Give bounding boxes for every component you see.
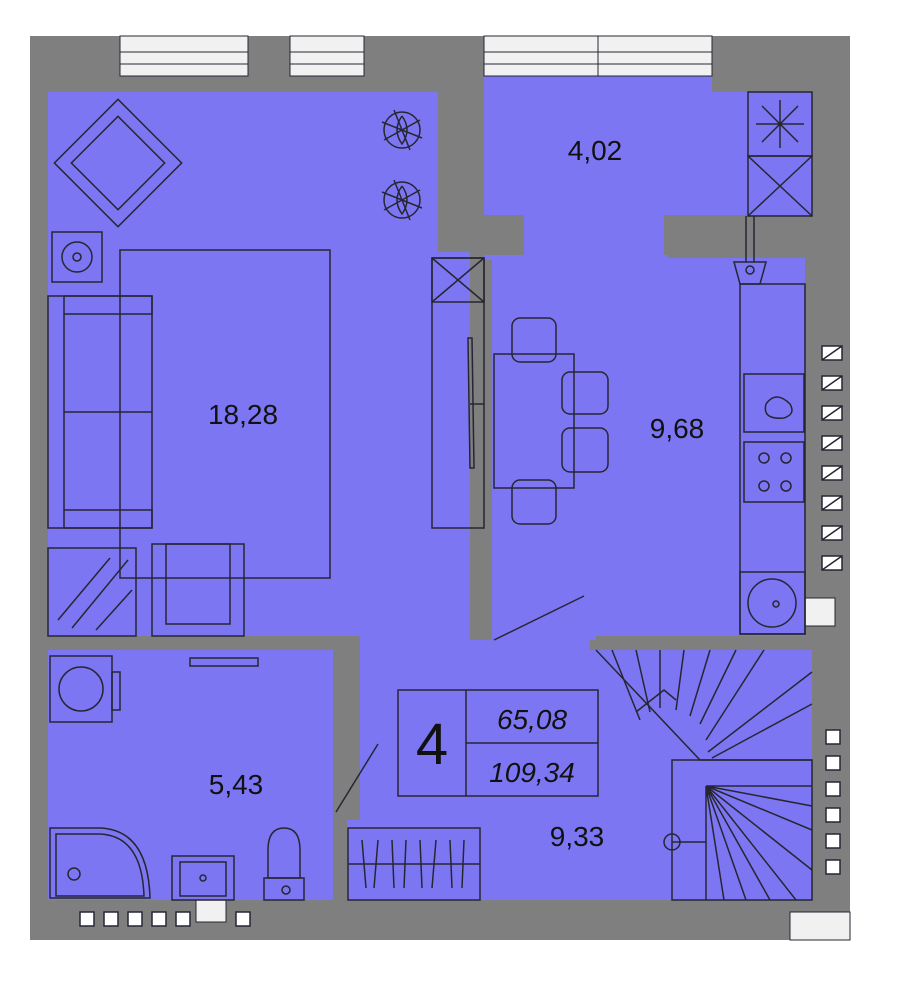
shower-icon: [49, 827, 151, 899]
speaker-icon: [51, 231, 103, 283]
wall-kitchen-top: [668, 215, 850, 258]
dining-table-icon: [493, 353, 575, 489]
radiator-icon: [821, 345, 843, 571]
window-living-left: [119, 35, 249, 77]
window-kitchen-small: [804, 597, 836, 627]
room-area-living: 18,28: [208, 399, 278, 430]
window-hall-small: [789, 911, 851, 941]
radiator-icon: [79, 911, 251, 927]
toilet-icon: [263, 827, 305, 901]
living-area-value: 65,08: [497, 704, 567, 735]
radiator-icon: [825, 729, 841, 875]
bed-icon: [119, 249, 331, 579]
washing-machine-icon: [49, 655, 121, 723]
wall-partition-main: [438, 36, 524, 640]
windows: [119, 35, 851, 941]
total-area-value: 109,34: [489, 757, 575, 788]
sink-icon: [171, 855, 235, 901]
door-swing-bathroom: [335, 743, 379, 813]
floor: [48, 70, 812, 940]
wardrobe-icon: [47, 547, 137, 637]
kitchen-floor: [492, 255, 805, 640]
stove-icon: [743, 441, 805, 503]
plant-icon: [381, 109, 423, 151]
living-hall-opening: [360, 250, 490, 650]
armchair-icon: [151, 543, 245, 637]
wall-bathroom-hall-upper: [333, 650, 347, 740]
staircase-icon: [595, 649, 813, 901]
chair-icon: [511, 317, 609, 525]
fridge-icon: [747, 91, 813, 217]
room-area-kitchen: 9,68: [650, 413, 705, 444]
window-bathroom-small: [195, 899, 227, 923]
apartment-info-box: 4 65,08 109,34: [397, 689, 599, 797]
wardrobe-icon: [347, 827, 481, 901]
rooms-count: 4: [416, 712, 448, 777]
balcony-floor: [484, 70, 812, 215]
radiator-icon: [189, 657, 259, 667]
window-living-right: [289, 35, 365, 77]
room-area-bathroom: 5,43: [209, 769, 264, 800]
plant-icon: [381, 179, 423, 221]
wall-living-kitchen: [484, 260, 492, 640]
interior-walls: [30, 36, 850, 940]
wall-living-bathroom: [48, 636, 360, 650]
room-area-balcony: 4,02: [568, 135, 623, 166]
wall-bottom-right: [662, 900, 812, 940]
tv-icon: [431, 257, 485, 529]
bathroom-floor: [48, 650, 333, 900]
wall-right-upper: [812, 80, 850, 260]
sink-icon: [739, 571, 806, 635]
wall-kitchen-hall: [596, 636, 812, 650]
sink-icon: [743, 373, 805, 433]
room-area-hall: 9,33: [550, 821, 605, 852]
armchair-icon: [53, 98, 183, 228]
sofa-icon: [47, 295, 153, 529]
door-swing-kitchen: [493, 595, 585, 641]
